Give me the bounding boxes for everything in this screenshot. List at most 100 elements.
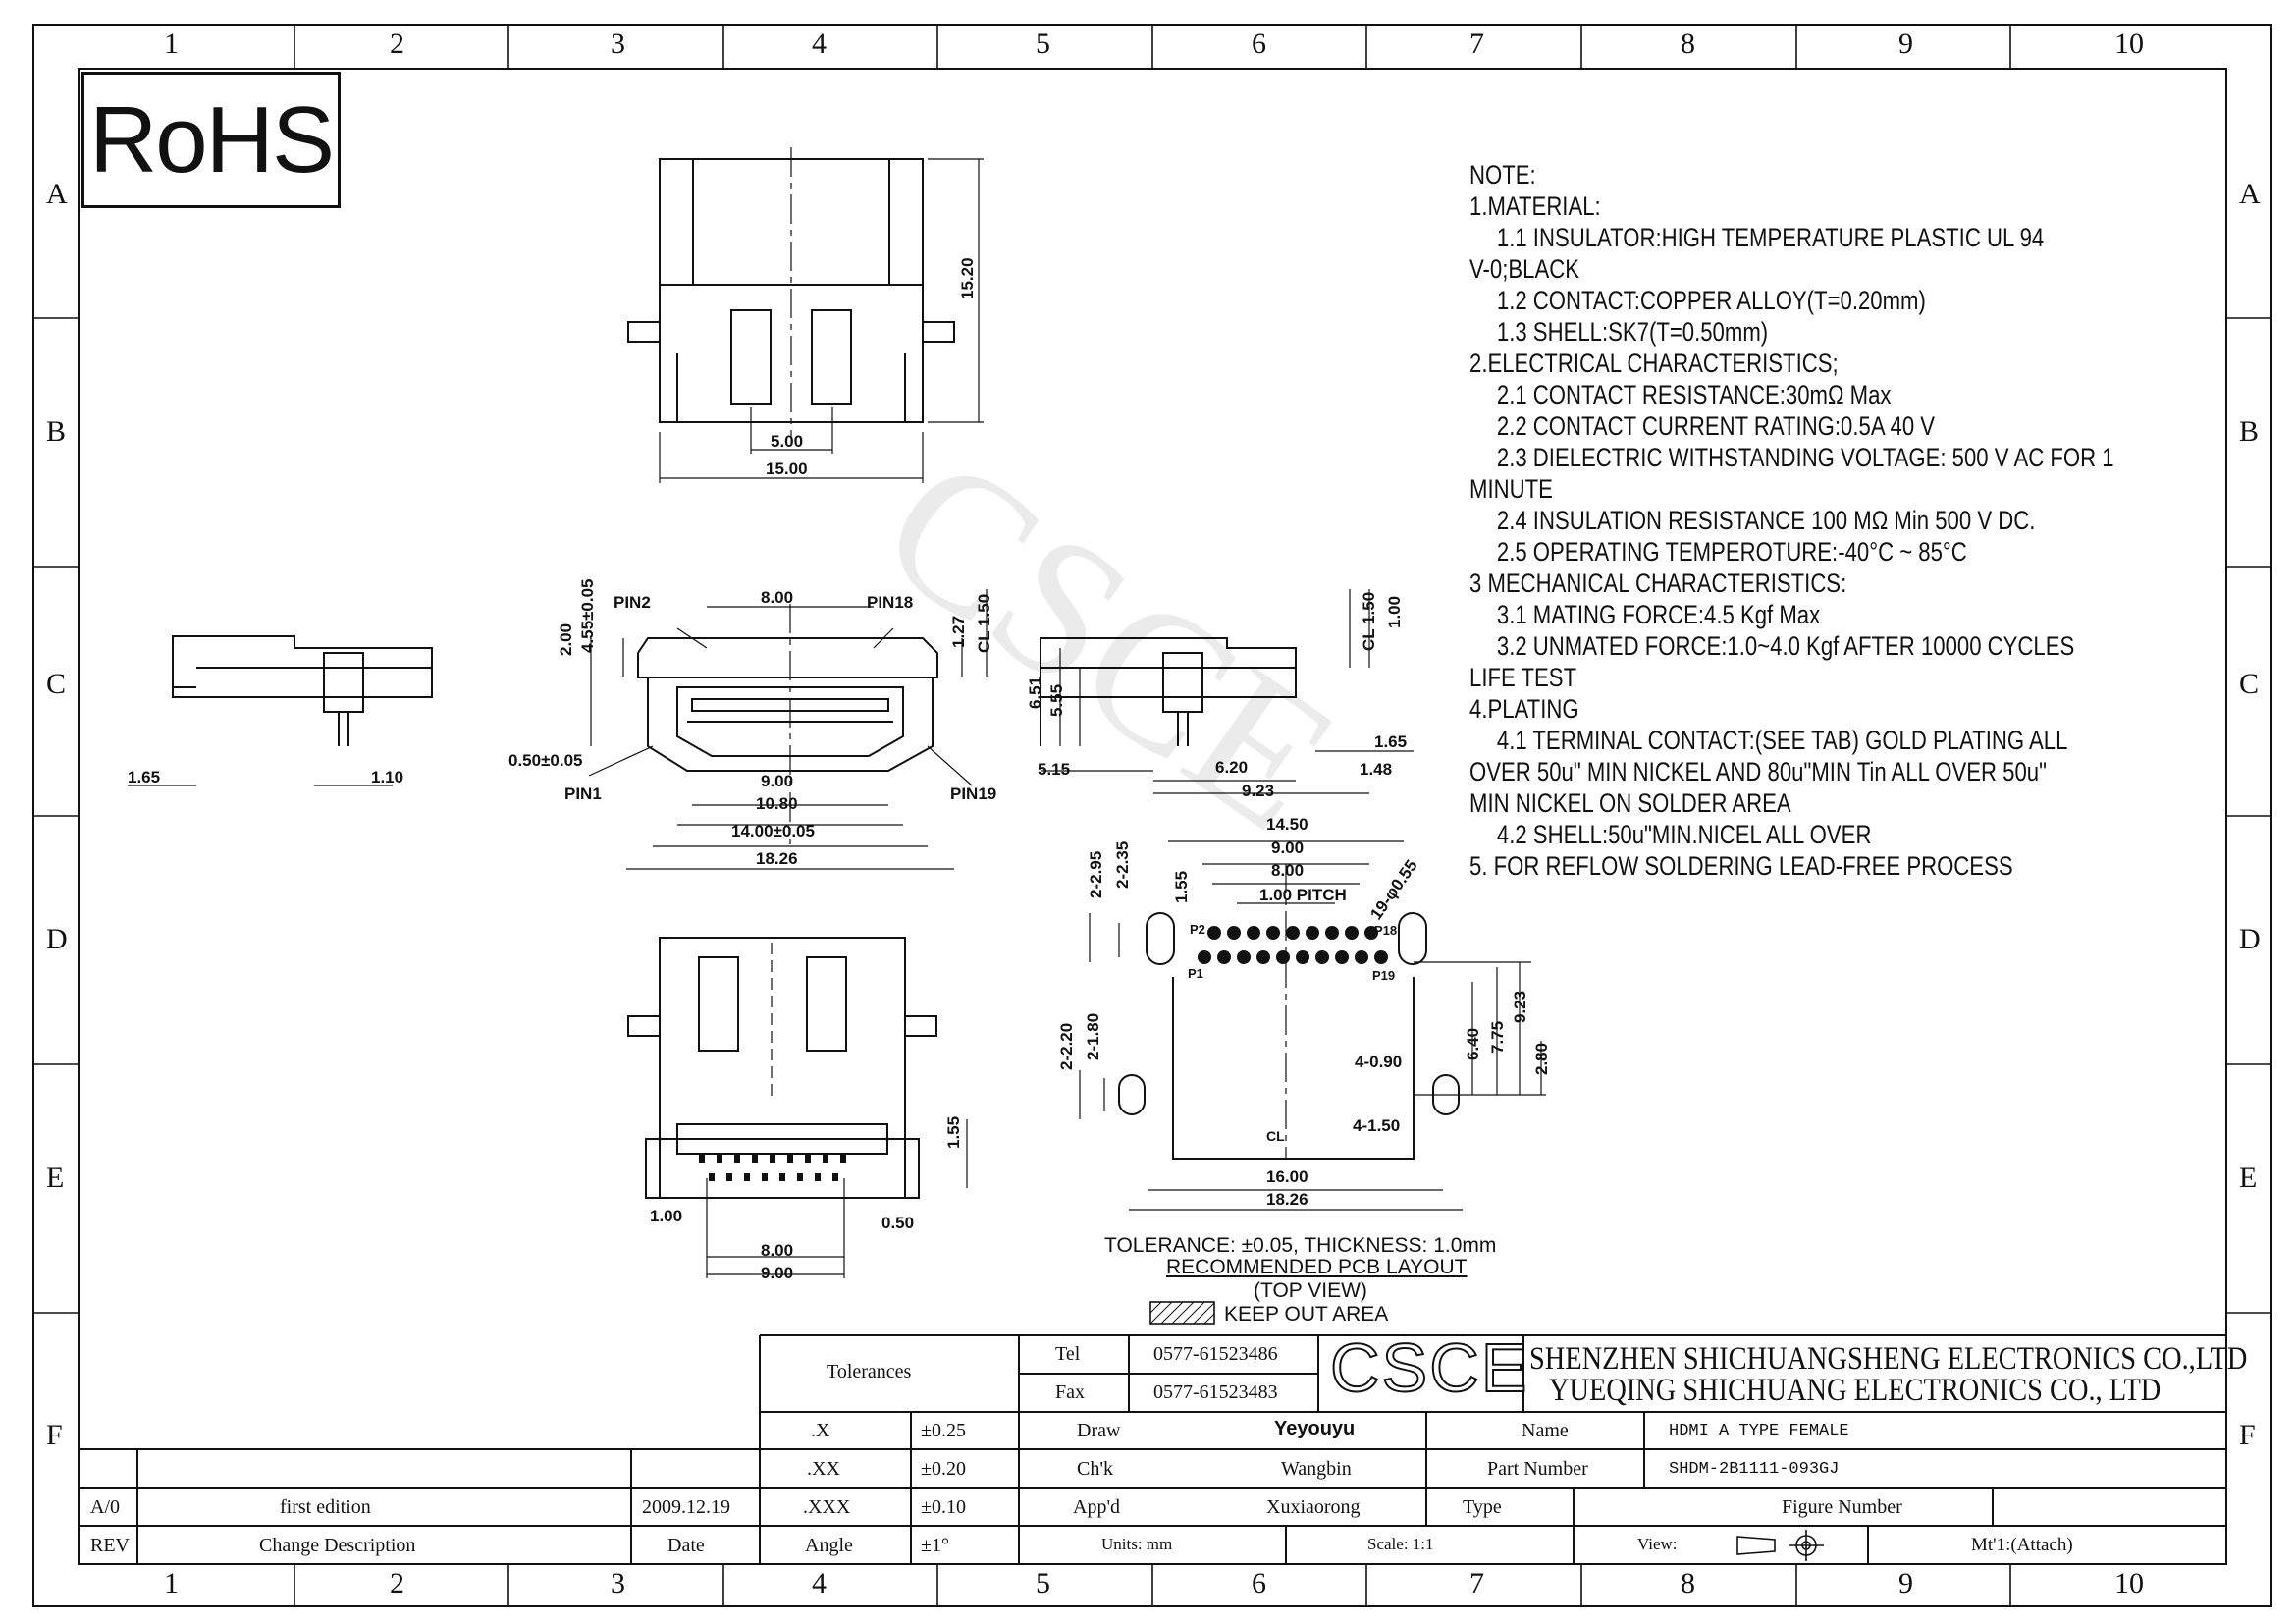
dim-front-14: 14.00±0.05 — [731, 822, 815, 840]
dim-pcb-775: 7.75 — [1488, 1020, 1507, 1054]
draw-value: Yeyouyu — [1274, 1418, 1356, 1439]
note-line: 5. FOR REFLOW SOLDERING LEAD-FREE PROCES… — [1469, 851, 2013, 881]
note-line: LIFE TEST — [1469, 663, 1577, 692]
dim-side-555: 5.55 — [1047, 683, 1066, 717]
grid-label: 9 — [1898, 1567, 1913, 1599]
grid-label: 4 — [812, 1567, 827, 1599]
grid-label: 5 — [1036, 27, 1050, 60]
note-line: 4.PLATING — [1469, 694, 1579, 724]
label-pin2: PIN2 — [614, 593, 651, 612]
note-line: 2.1 CONTACT RESISTANCE:30mΩ Max — [1496, 380, 1892, 409]
dim-side-651: 6.51 — [1026, 676, 1044, 709]
tol-xx-value: ±0.20 — [921, 1458, 966, 1480]
dim-pcb-1600: 16.00 — [1266, 1167, 1308, 1186]
app-label: App'd — [1073, 1496, 1121, 1518]
rohs-mark: RoHS — [81, 72, 341, 208]
name-label: Name — [1522, 1420, 1569, 1441]
dim-top-5: 5.00 — [771, 432, 804, 451]
dim-left-165: 1.65 — [128, 768, 161, 786]
company-name-1: SHENZHEN SHICHUANGSHENG ELECTRONICS CO.,… — [1529, 1341, 2248, 1377]
note-line: V-0;BLACK — [1469, 254, 1579, 284]
part-number-label: Part Number — [1487, 1458, 1588, 1480]
pcb-title: RECOMMENDED PCB LAYOUT — [1166, 1256, 1468, 1278]
dim-front-455: 4.55±0.05 — [578, 578, 597, 653]
tol-x-label: .X — [811, 1420, 830, 1441]
grid-label: 3 — [611, 27, 625, 60]
dim-bottom-800: 8.00 — [761, 1241, 794, 1260]
rev-header: REV — [90, 1535, 130, 1556]
note-line: 1.1 INSULATOR:HIGH TEMPERATURE PLASTIC U… — [1496, 223, 2045, 252]
dim-top-height: 15.20 — [958, 257, 977, 299]
note-line: MIN NICKEL ON SOLDER AREA — [1469, 788, 1791, 818]
dim-front-9: 9.00 — [761, 772, 794, 790]
note-line: MINUTE — [1469, 474, 1553, 504]
rev-description: first edition — [280, 1496, 371, 1518]
grid-label: 4 — [812, 27, 827, 60]
chk-value: Wangbin — [1281, 1458, 1352, 1480]
label-p18: P18 — [1374, 923, 1398, 938]
dim-front-108: 10.80 — [756, 794, 798, 813]
note-line: 3.2 UNMATED FORCE:1.0~4.0 Kgf AFTER 1000… — [1496, 631, 2075, 661]
dim-pcb-235: 2-2.35 — [1113, 840, 1132, 889]
grid-label: 7 — [1469, 1567, 1484, 1599]
draw-label: Draw — [1077, 1420, 1121, 1441]
dim-bottom-100: 1.00 — [650, 1207, 683, 1225]
grid-label: 3 — [611, 1567, 625, 1599]
note-line: 1.2 CONTACT:COPPER ALLOY(T=0.20mm) — [1496, 286, 1926, 315]
note-line: 4.2 SHELL:50u"MIN.NICEL ALL OVER — [1496, 820, 1872, 849]
tel-value: 0577-61523486 — [1153, 1343, 1278, 1365]
grid-label: E — [2239, 1162, 2258, 1194]
dim-side-100: 1.00 — [1385, 595, 1404, 628]
dim-front-127: 1.27 — [949, 615, 968, 648]
label-pin18: PIN18 — [867, 593, 914, 612]
note-line: 2.5 OPERATING TEMPEROTURE:-40°C ~ 85°C — [1496, 537, 1967, 567]
dim-pcb-1826: 18.26 — [1266, 1190, 1308, 1209]
rev-date: 2009.12.19 — [642, 1496, 730, 1518]
tolerances-label: Tolerances — [827, 1361, 912, 1382]
chk-label: Ch'k — [1077, 1458, 1113, 1480]
tol-x-value: ±0.25 — [921, 1420, 966, 1441]
grid-label: F — [46, 1419, 63, 1451]
grid-label: C — [2239, 668, 2260, 700]
dim-pcb-923: 9.23 — [1511, 990, 1529, 1023]
figure-number-label: Figure Number — [1782, 1496, 1902, 1518]
grid-label: F — [2239, 1419, 2256, 1451]
type-label: Type — [1463, 1496, 1502, 1518]
material-label: Mt'1:(Attach) — [1971, 1535, 2073, 1555]
dim-pcb-280: 2.80 — [1532, 1042, 1551, 1075]
note-line: 2.2 CONTACT CURRENT RATING:0.5A 40 V — [1496, 411, 1936, 441]
dim-side-148: 1.48 — [1360, 760, 1393, 779]
tol-xx-label: .XX — [807, 1458, 840, 1480]
units-label: Units: mm — [1101, 1535, 1173, 1553]
label-p2: P2 — [1190, 922, 1205, 937]
name-value: HDMI A TYPE FEMALE — [1669, 1422, 1849, 1440]
note-line: 1.3 SHELL:SK7(T=0.50mm) — [1496, 317, 1769, 347]
dim-front-200: 2.00 — [557, 623, 575, 656]
note-line: NOTE: — [1469, 160, 1536, 189]
dim-side-cl150: CL 1.50 — [1360, 591, 1378, 651]
grid-label: B — [46, 415, 67, 448]
grid-label: A — [46, 178, 68, 210]
note-line: OVER 50u" MIN NICKEL AND 80u"MIN Tin ALL… — [1469, 757, 2047, 786]
note-line: 1.MATERIAL: — [1469, 191, 1601, 221]
grid-label: 2 — [390, 27, 404, 60]
grid-label: C — [46, 668, 67, 700]
dim-front-1826: 18.26 — [756, 849, 798, 868]
tel-label: Tel — [1055, 1343, 1081, 1365]
dim-bottom-155: 1.55 — [944, 1115, 963, 1149]
note-line: 2.3 DIELECTRIC WITHSTANDING VOLTAGE: 500… — [1496, 443, 2114, 472]
dim-pcb-900: 9.00 — [1271, 839, 1305, 857]
pcb-tolerance: TOLERANCE: ±0.05, THICKNESS: 1.0mm — [1104, 1234, 1497, 1257]
dim-bottom-900: 9.00 — [761, 1264, 794, 1282]
note-line: 2.ELECTRICAL CHARACTERISTICS; — [1469, 349, 1839, 378]
grid-label: E — [46, 1162, 65, 1194]
fax-value: 0577-61523483 — [1153, 1381, 1278, 1403]
tol-xxx-value: ±0.10 — [921, 1496, 966, 1518]
dim-pcb-800: 8.00 — [1271, 861, 1305, 880]
grid-label: 8 — [1681, 1567, 1695, 1599]
tol-angle-value: ±1° — [921, 1535, 949, 1556]
dim-pcb-090: 4-0.90 — [1355, 1053, 1403, 1071]
dim-side-515: 5.15 — [1038, 760, 1071, 779]
company-logo: CSCE — [1329, 1329, 1529, 1406]
